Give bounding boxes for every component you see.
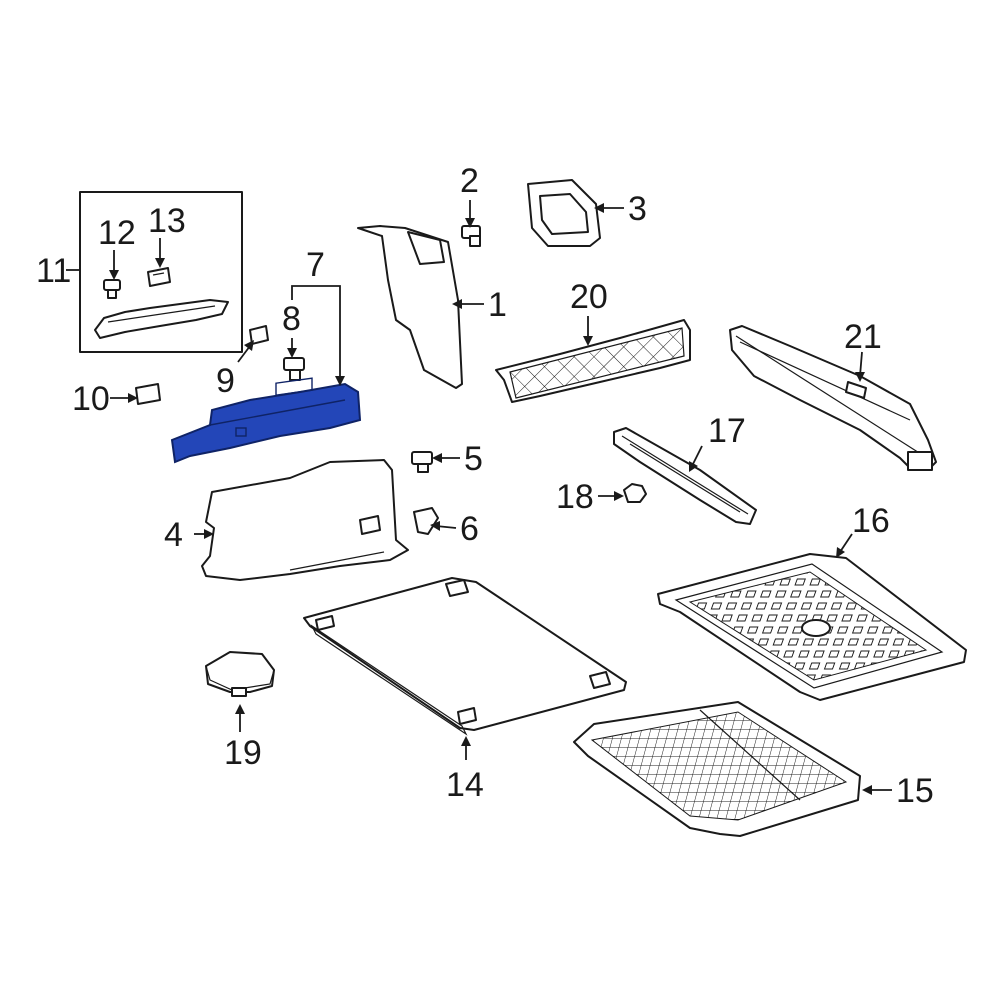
part-20-cargo-net[interactable] [495, 319, 691, 403]
callout-8[interactable]: 8 [282, 300, 301, 338]
part-17-sill-strip[interactable] [613, 427, 757, 525]
callout-5[interactable]: 5 [464, 440, 483, 478]
part-6-clip[interactable] [413, 507, 439, 535]
part-3-cover[interactable] [527, 179, 601, 247]
part-10-clip[interactable] [135, 383, 161, 405]
part-2-bolt[interactable] [461, 225, 481, 247]
callout-7[interactable]: 7 [306, 246, 325, 284]
part-7-panel-body[interactable] [170, 382, 362, 464]
part-4-side-trim[interactable] [201, 459, 409, 581]
callout-12[interactable]: 12 [98, 214, 136, 252]
part-9-clip[interactable] [249, 325, 269, 345]
part-12-bolt[interactable] [103, 279, 121, 299]
part-11-group[interactable] [79, 191, 243, 353]
part-14-floor-board[interactable] [303, 577, 627, 736]
callout-10[interactable]: 10 [72, 380, 110, 418]
callout-3[interactable]: 3 [628, 190, 647, 228]
leader-lines [66, 200, 892, 795]
part-16-cargo-tray[interactable] [657, 553, 967, 701]
callout-13[interactable]: 13 [148, 202, 186, 240]
part-13-clip[interactable] [147, 267, 171, 287]
callout-9[interactable]: 9 [216, 362, 235, 400]
part-5-bolt[interactable] [411, 451, 433, 473]
part-21-cargo-cover[interactable] [729, 325, 937, 471]
part-19-cap[interactable] [205, 651, 275, 697]
callout-6[interactable]: 6 [460, 510, 479, 548]
part-7-highlighted-panel[interactable] [170, 377, 362, 464]
callout-1[interactable]: 1 [488, 286, 507, 324]
callout-17[interactable]: 17 [708, 412, 746, 450]
callout-19[interactable]: 19 [224, 734, 262, 772]
callout-15[interactable]: 15 [896, 772, 934, 810]
callout-14[interactable]: 14 [446, 766, 484, 804]
callout-4[interactable]: 4 [164, 516, 183, 554]
callout-20[interactable]: 20 [570, 278, 608, 316]
callout-16[interactable]: 16 [852, 502, 890, 540]
part-1-pillar-trim[interactable] [357, 225, 463, 389]
callout-18[interactable]: 18 [556, 478, 594, 516]
callout-2[interactable]: 2 [460, 162, 479, 200]
callout-21[interactable]: 21 [844, 318, 882, 356]
callout-labels: 1 2 3 4 5 6 7 8 9 10 11 12 13 14 15 16 1… [36, 162, 934, 810]
callout-11[interactable]: 11 [36, 252, 71, 290]
part-8-bolt[interactable] [283, 357, 305, 381]
part-18-nut[interactable] [623, 483, 647, 503]
part-15-floor-mat[interactable] [573, 701, 861, 837]
